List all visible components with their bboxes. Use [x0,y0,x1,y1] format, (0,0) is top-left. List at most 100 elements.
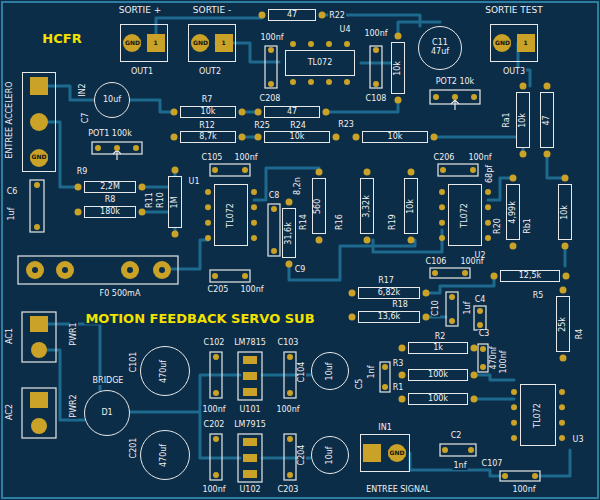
pad-label: GND [31,154,48,161]
component-pad [485,235,491,241]
copper-pad [442,447,448,453]
silkscreen-label: C203 [277,486,300,494]
silkscreen-outline [500,471,540,481]
silkscreen-outline [440,444,476,456]
component-pad [559,389,565,395]
value-group: 10uf [103,96,121,105]
component-value: 100k [428,371,448,380]
silkscreen-label: 470nf [490,345,498,370]
silkscreen-outline [210,270,250,282]
part-number: TL072 [308,59,333,68]
capacitor-outline: 10uf [311,436,349,474]
component-pad [75,209,82,216]
component-pad [344,79,350,85]
silkscreen-label: C6 [6,188,19,196]
pad-label: GND [494,40,511,47]
silkscreen-outline [451,100,459,110]
resistor-body: 12,5k [500,270,560,282]
silkscreen-label: R22 [328,12,346,20]
copper-pad [382,364,388,370]
component-pad [511,404,517,410]
copper-trace [254,168,319,200]
silkscreen-label: C206 [433,154,456,162]
resistor-body: 2,2M [84,181,136,193]
copper-trace [289,240,415,280]
copper-pad [373,81,379,87]
silkscreen-label: U101 [238,406,261,414]
component-value: 10uf [326,446,335,464]
silkscreen-outline [113,150,121,160]
board-title: MOTION FEEDBACK SERVO SUB [84,312,315,325]
resistor-body: 10k [558,184,572,240]
resistor-body: 1k [408,342,468,354]
silkscreen-label: 100nf [467,154,492,162]
copper-pad [191,34,209,52]
silkscreen-label: R25 [253,122,271,130]
component-pad [251,189,257,195]
silkscreen-outline [380,362,390,392]
silkscreen-outline [284,352,296,398]
silkscreen-label: PWR2 [70,393,78,418]
component-pad [559,404,565,410]
resistor-body: 180k [84,206,136,218]
resistor-body: 10k [362,131,428,143]
component-pad [326,41,332,47]
component-value: C11 [432,39,448,48]
copper-pad [382,384,388,390]
copper-pad [30,149,48,167]
silkscreen-label: Ra1 [503,111,511,128]
component-pad [316,237,323,244]
resistor-body: 25k [556,296,570,352]
ic-package: TL072 [285,50,355,76]
silkscreen-outline [18,46,540,482]
resistor-body: 10k [516,92,530,148]
component-pad [439,204,445,210]
copper-pad [30,316,48,332]
silkscreen-outline [22,388,56,438]
resistor-body: 47 [540,92,554,148]
component-pad [520,83,527,90]
component-pad [308,41,314,47]
silkscreen-label: 1nf [368,365,376,380]
component-pad [491,273,498,280]
value-group: 10k [519,113,528,128]
copper-pad [452,94,458,100]
copper-pad [532,473,538,479]
copper-pad [26,261,44,279]
copper-pad [34,182,40,188]
resistor-body: 31,6k [282,208,296,258]
copper-pad [242,273,248,279]
silkscreen-label: OUT1 [130,68,154,76]
part-number: TL072 [534,403,543,428]
copper-pad [493,34,511,52]
copper-pad [123,34,141,52]
component-pad [562,175,569,182]
component-pad [485,189,491,195]
component-value: D1 [101,409,112,418]
copper-pad [268,81,274,87]
copper-pad [243,470,257,478]
value-group: 10k [388,133,403,142]
component-pad [431,134,438,141]
copper-trace [434,137,523,154]
value-group: 47 [287,108,297,117]
component-value: 470uf [161,443,170,466]
value-group: 180k [100,208,120,217]
pad-hole [32,267,165,273]
component-pad [139,209,146,216]
silkscreen-outline [370,46,382,88]
pad-label: GND [124,40,141,47]
part-number: TL072 [461,203,470,228]
component-value: 1k [433,344,443,353]
component-pad [239,134,246,141]
component-value: 470uf [161,359,170,382]
terminal-block: GND1 [490,24,538,62]
silkscreen-label: 1uf [464,301,472,316]
silkscreen-label: 100nf [201,486,226,494]
silkscreen-label: R10 [157,191,165,209]
silkscreen-label: C8 [268,192,281,200]
component-pad [399,372,406,379]
copper-pad [121,261,139,279]
silkscreen-label: OUT2 [198,68,222,76]
